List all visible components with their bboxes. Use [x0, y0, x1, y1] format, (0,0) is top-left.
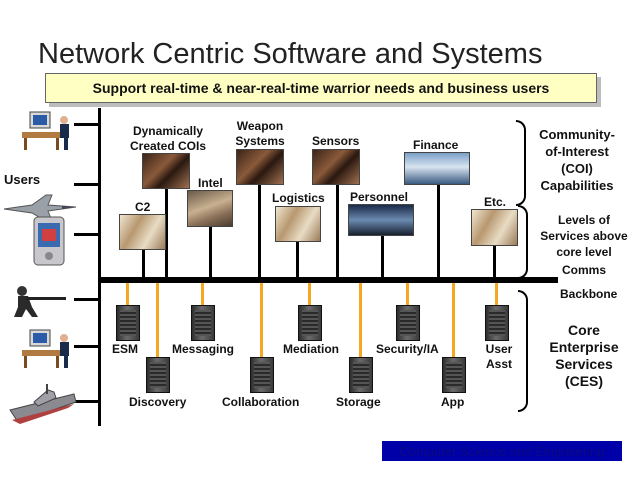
coi-connector	[381, 234, 384, 279]
comms-label: Comms	[562, 263, 607, 277]
intel-photo	[187, 190, 233, 227]
coi-label-dynamic: Dynamically Created COIs	[129, 124, 207, 153]
app-server-icon	[442, 357, 466, 393]
user-stub	[74, 345, 100, 348]
weapon-systems-photo	[236, 149, 284, 185]
coi-connector	[437, 183, 440, 279]
soldier-icon	[14, 286, 66, 317]
backbone-label: Backbone	[560, 287, 618, 301]
user-stub	[74, 183, 100, 186]
discovery-connector	[156, 283, 159, 357]
app-connector	[452, 283, 455, 357]
service-label-collaboration: Collaboration	[222, 395, 300, 409]
mediation-connector	[308, 283, 311, 305]
storage-connector	[359, 283, 362, 357]
finance-photo	[404, 152, 470, 185]
service-label-security: Security/IA	[376, 342, 439, 356]
messaging-server-icon	[191, 305, 215, 341]
sensors-photo	[312, 149, 360, 185]
service-label-mediation: Mediation	[283, 342, 339, 356]
service-label-esm: ESM	[112, 342, 139, 356]
mediation-server-icon	[298, 305, 322, 341]
comms-backbone-bar	[98, 277, 558, 283]
coi-label-personnel: Personnel	[350, 190, 409, 204]
storage-server-icon	[349, 357, 373, 393]
coi-connector	[165, 187, 168, 279]
coi-label-intel: Intel	[198, 176, 223, 190]
desktop-user-icon-2	[22, 329, 69, 368]
esm-connector	[126, 283, 129, 305]
user-asst-server-icon	[485, 305, 509, 341]
subtitle: Support real-time & near-real-time warri…	[92, 80, 550, 96]
desktop-user-icon	[22, 111, 69, 150]
service-label-messaging: Messaging	[172, 342, 235, 356]
user-stub	[74, 233, 100, 236]
service-label-discovery: Discovery	[129, 395, 187, 409]
messaging-connector	[201, 283, 204, 305]
user-stub	[74, 298, 100, 301]
user-stub	[74, 123, 100, 126]
user-stub	[74, 400, 100, 403]
coi-capabilities-label: Community- of-Interest (COI) Capabilitie…	[539, 127, 615, 193]
coi-connector	[142, 248, 145, 279]
pda-icon	[33, 216, 65, 266]
coi-label-finance: Finance	[413, 138, 459, 152]
users-label: Users	[4, 172, 41, 187]
footer-text: Computer Science and Engineering	[399, 444, 605, 459]
coi-label-sensors: Sensors	[312, 134, 360, 148]
discovery-server-icon	[146, 357, 170, 393]
service-label-user-asst: User Asst	[485, 342, 513, 371]
c2-photo	[119, 214, 166, 250]
logistics-photo	[275, 206, 321, 242]
footer-bar: Computer Science and Engineering	[382, 441, 622, 461]
coi-label-logistics: Logistics	[272, 191, 325, 205]
coi-connector	[493, 244, 496, 279]
coi-label-etc: Etc.	[484, 195, 507, 209]
levels-brace	[518, 205, 528, 279]
etc-photo	[471, 209, 518, 246]
esm-server-icon	[116, 305, 140, 341]
levels-label: Levels of Services above core level	[540, 213, 628, 259]
user-bus-line	[98, 108, 101, 426]
security-server-icon	[396, 305, 420, 341]
subtitle-banner: Support real-time & near-real-time warri…	[45, 73, 597, 103]
coi-connector	[209, 225, 212, 279]
security-connector	[406, 283, 409, 305]
dynamic-coi-photo	[142, 153, 190, 189]
ces-brace	[518, 290, 528, 412]
coi-connector	[258, 183, 261, 279]
collaboration-server-icon	[250, 357, 274, 393]
service-label-storage: Storage	[336, 395, 381, 409]
coi-connector	[336, 183, 339, 279]
collaboration-connector	[260, 283, 263, 357]
ship-icon	[9, 384, 77, 424]
page-title: Network Centric Software and Systems	[38, 38, 543, 70]
service-label-app: App	[441, 395, 465, 409]
personnel-photo	[348, 204, 414, 236]
coi-label-weapon: Weapon Systems	[235, 119, 285, 148]
user-asst-connector	[495, 283, 498, 305]
ces-label: Core Enterprise Services (CES)	[549, 322, 619, 389]
coi-label-c2: C2	[135, 200, 151, 214]
coi-connector	[296, 240, 299, 279]
